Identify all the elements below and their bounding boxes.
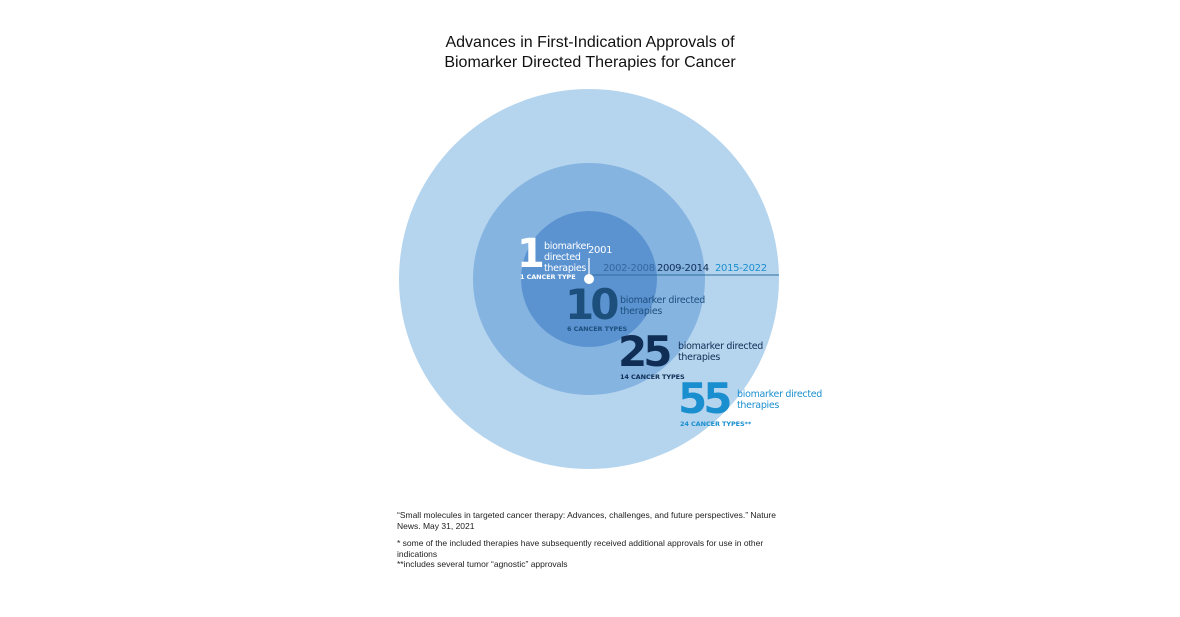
milestone-count-2009-2014: 25 — [618, 327, 672, 376]
citation: “Small molecules in targeted cancer ther… — [397, 510, 776, 531]
milestone-types-2001: 1 CANCER TYPE — [520, 273, 576, 281]
footnote-1: * some of the included therapies have su… — [397, 538, 764, 559]
desc-line: biomarker directed — [620, 295, 706, 306]
milestone-count-2002-2008: 10 — [565, 280, 619, 329]
milestone-desc-2002-2008: biomarker directed therapies — [620, 295, 705, 317]
desc-line: directed — [544, 252, 581, 263]
desc-line: therapies — [544, 263, 587, 274]
title-line-2: Biomarker Directed Therapies for Cancer — [444, 54, 736, 71]
period-label-2001: 2001 — [588, 245, 613, 256]
desc-line: therapies — [737, 400, 780, 411]
milestone-types-2015-2022: 24 CANCER TYPES** — [680, 420, 752, 428]
milestone-count-2001: 1 — [517, 231, 545, 277]
period-label-2015-2022: 2015-2022 — [715, 263, 767, 274]
milestone-count-2015-2022: 55 — [678, 374, 732, 423]
diagram-title: Advances in First-Indication Approvals o… — [0, 33, 1180, 73]
period-label-2002-2008: 2002-2008 — [603, 263, 655, 274]
milestone-types-2009-2014: 14 CANCER TYPES — [620, 373, 685, 381]
desc-line: biomarker — [544, 241, 590, 252]
milestone-desc-2001: biomarker directed therapies — [544, 241, 590, 274]
desc-line: biomarker directed — [737, 389, 823, 400]
title-line-1: Advances in First-Indication Approvals o… — [445, 34, 735, 51]
notes: “Small molecules in targeted cancer ther… — [397, 510, 787, 577]
period-label-2009-2014: 2009-2014 — [657, 263, 709, 274]
desc-line: biomarker directed — [678, 341, 764, 352]
milestone-desc-2015-2022: biomarker directed therapies — [737, 389, 822, 411]
milestone-types-2002-2008: 6 CANCER TYPES — [567, 325, 628, 333]
footnote-2: **includes several tumor “agnostic” appr… — [397, 559, 568, 569]
desc-line: therapies — [620, 306, 663, 317]
desc-line: therapies — [678, 352, 721, 363]
milestone-desc-2009-2014: biomarker directed therapies — [678, 341, 763, 363]
timeline-origin-dot — [584, 274, 594, 284]
